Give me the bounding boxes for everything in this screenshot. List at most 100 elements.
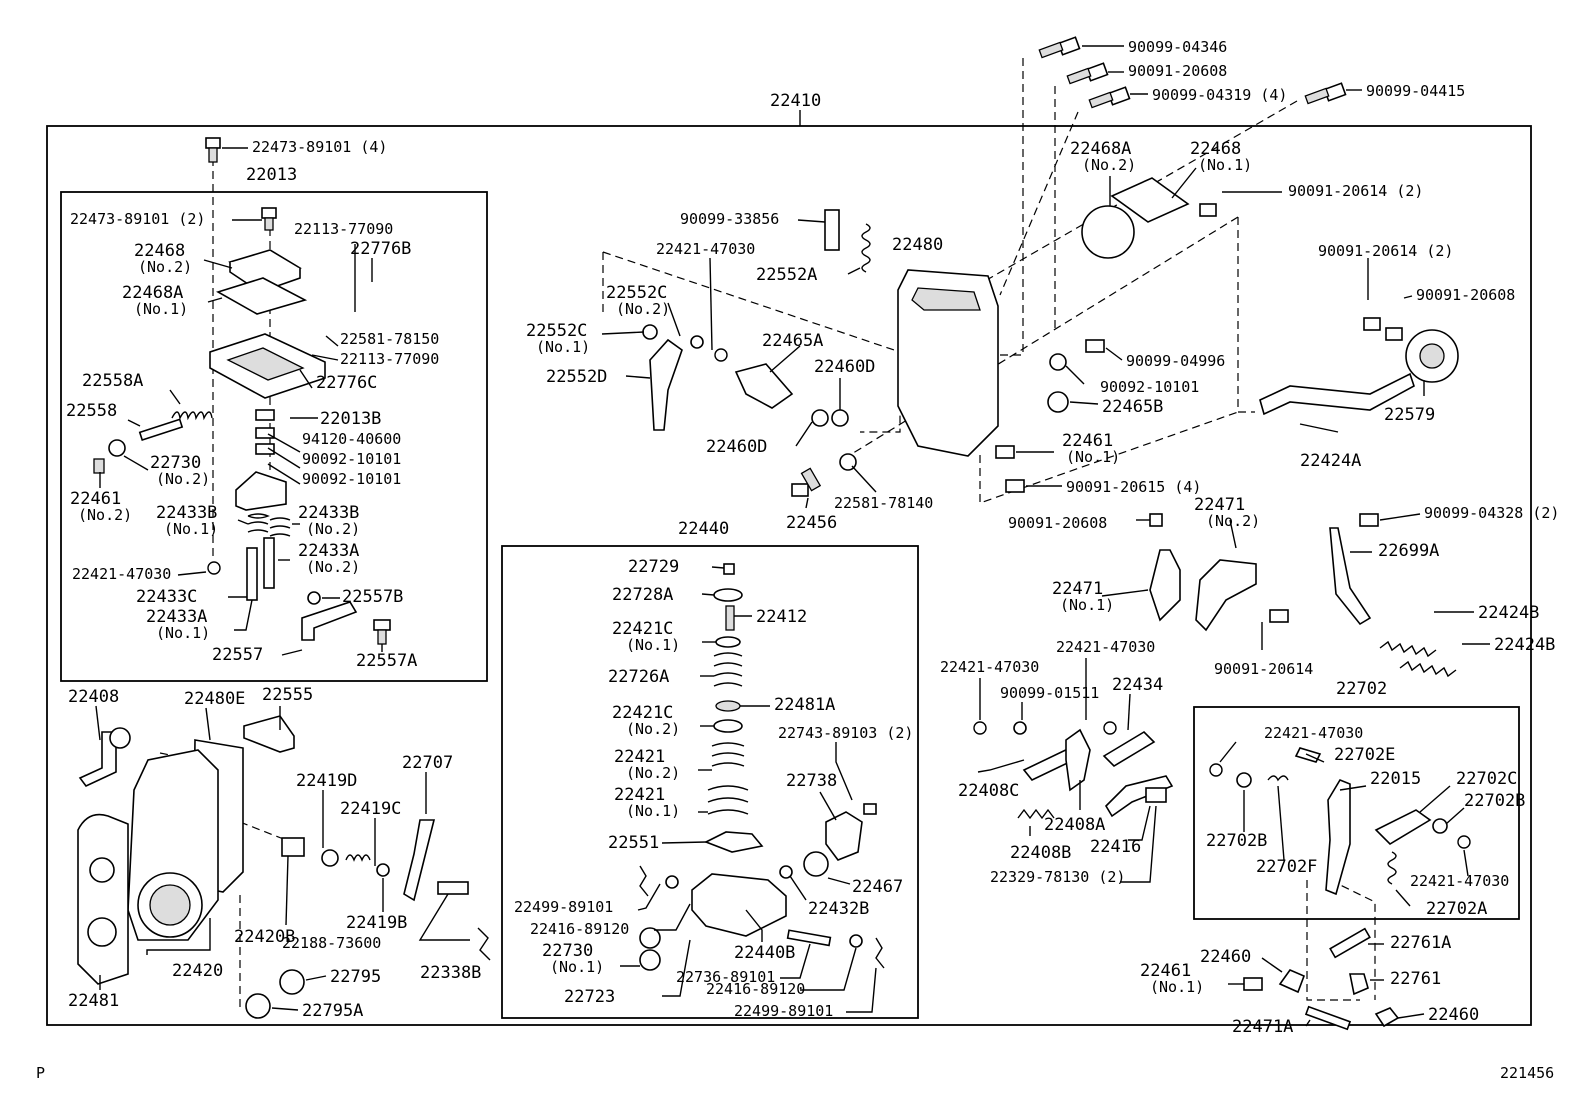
washer-22419b	[376, 863, 390, 877]
label-22433a-2-no: (No.2)	[306, 558, 360, 576]
label-22557b: 22557B	[342, 587, 403, 607]
clip-22338b	[477, 927, 491, 961]
label-90092-10101-b: 90092-10101	[302, 470, 401, 488]
diaphragm-inner-22579	[1419, 343, 1445, 369]
bore-inner-22420	[149, 884, 191, 926]
bolt-22461-s	[1243, 977, 1263, 991]
label-22702a: 22702A	[1426, 899, 1487, 919]
washer-22702b-b	[1432, 818, 1448, 834]
label-22421c-1-no: (No.1)	[626, 636, 680, 654]
bolt-90091-20614	[1199, 203, 1217, 217]
spring-22421-2	[711, 742, 745, 767]
label-22702c: 22702C	[1456, 769, 1517, 789]
rod-22433a	[246, 537, 275, 601]
label-22473-89101-2: 22473-89101 (2)	[70, 210, 205, 228]
cover-22468-left	[228, 249, 302, 293]
spring-22558a	[171, 411, 213, 421]
label-22557a: 22557A	[356, 651, 417, 671]
label-22460-bottom: 22460	[1428, 1005, 1479, 1025]
spring-22419c	[345, 854, 371, 862]
label-22433b-1-no: (No.1)	[164, 520, 218, 538]
label-22424a: 22424A	[1300, 451, 1361, 471]
label-22471-1-no: (No.1)	[1060, 596, 1114, 614]
oring-22468a-right	[1081, 205, 1135, 259]
bolt-2-left	[261, 207, 277, 231]
plug-22420b	[281, 837, 305, 857]
label-22113-77090-mid: 22113-77090	[340, 350, 439, 368]
pin-22558	[138, 418, 184, 441]
label-22738: 22738	[786, 771, 837, 791]
hole-a-22481	[89, 857, 115, 883]
label-22456: 22456	[786, 513, 837, 533]
label-22433b-1: 22433B	[156, 503, 217, 523]
label-22729: 22729	[628, 557, 679, 577]
leader-lines	[95, 45, 1490, 1027]
label-22707: 22707	[402, 753, 453, 773]
label-22421-47030-mid-b: 22421-47030	[1056, 638, 1155, 656]
label-22329-78130: 22329-78130 (2)	[990, 868, 1125, 886]
lever-22702c	[1374, 809, 1432, 846]
label-22730-left-no: (No.2)	[156, 470, 210, 488]
lever-22015	[1325, 779, 1351, 896]
cap-22795	[279, 969, 305, 995]
label-22552d: 22552D	[546, 367, 607, 387]
label-22761a: 22761A	[1390, 933, 1451, 953]
nut-stack-left	[255, 409, 275, 455]
bracket-22557	[301, 601, 358, 641]
label-22468-left: 22468	[134, 241, 185, 261]
label-22412: 22412	[756, 607, 807, 627]
label-22468a-left: 22468A	[122, 283, 183, 303]
label-22460-top: 22460	[1200, 947, 1251, 967]
label-22433a-1: 22433A	[146, 607, 207, 627]
clip-22421-s	[1209, 763, 1223, 777]
label-22416: 22416	[1090, 837, 1141, 857]
label-90099-33856: 90099-33856	[680, 210, 779, 228]
lever-22552d	[649, 338, 683, 431]
label-22421c-2: 22421C	[612, 703, 673, 723]
spring-22424b-b	[1399, 660, 1457, 678]
washer-22421c-1	[715, 636, 741, 648]
bolt-90091-20614-c	[1269, 609, 1289, 623]
lever-22471-1	[1149, 549, 1181, 622]
assembly-left-label: 22013	[246, 165, 297, 185]
label-22015: 22015	[1370, 769, 1421, 789]
label-90091-20614-2b: 90091-20614 (2)	[1318, 242, 1453, 260]
label-22730-left: 22730	[150, 453, 201, 473]
label-22579: 22579	[1384, 405, 1435, 425]
label-22552c-2: 22552C	[606, 283, 667, 303]
label-22421c-2-no: (No.2)	[626, 720, 680, 738]
screw-22461-left	[93, 458, 105, 474]
label-22419d: 22419D	[296, 771, 357, 791]
washer-22481a	[715, 700, 741, 712]
clip-22421-right-b	[1103, 721, 1117, 735]
label-22433b-2: 22433B	[298, 503, 359, 523]
block-left	[235, 471, 287, 511]
label-22468a-left-no: (No.1)	[134, 300, 188, 318]
lever-22460-a	[1278, 969, 1306, 994]
clip-22499-b	[875, 937, 885, 969]
label-22702e: 22702E	[1334, 745, 1395, 765]
bushing-22467	[803, 851, 829, 877]
washer-22730-left	[108, 439, 126, 457]
label-22702b-left: 22702B	[1206, 831, 1267, 851]
label-90092-10101-a: 90092-10101	[302, 450, 401, 468]
screw-22412	[725, 605, 735, 631]
label-90099-04346: 90099-04346	[1128, 38, 1227, 56]
label-22461-right: 22461	[1062, 431, 1113, 451]
gasket-22468a-left	[215, 277, 308, 315]
bolt-22188	[437, 881, 469, 895]
label-22471-2-no: (No.2)	[1206, 512, 1260, 530]
bolt-90091-20614-b	[1363, 317, 1381, 331]
bolt-90099-04319	[1088, 86, 1131, 109]
label-22188-73600: 22188-73600	[282, 934, 381, 952]
lever-22465a	[734, 363, 794, 409]
pin-22761a	[1329, 927, 1371, 959]
bracket-22555	[243, 715, 295, 753]
bolt-22557a	[373, 619, 391, 645]
label-22761: 22761	[1390, 969, 1441, 989]
label-22461-left-no: (No.2)	[78, 506, 132, 524]
label-22465a: 22465A	[762, 331, 823, 351]
label-22421-47030-left: 22421-47030	[72, 565, 171, 583]
lever-22460-b	[1374, 1007, 1400, 1028]
